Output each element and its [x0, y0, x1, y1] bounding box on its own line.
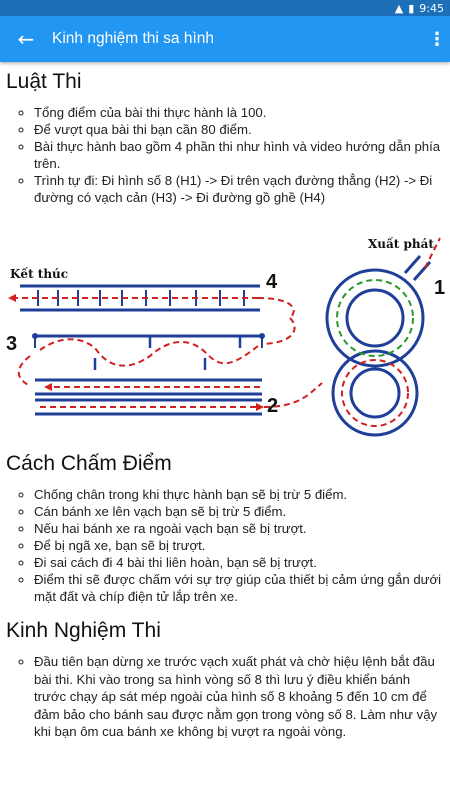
- page-title: Kinh nghiệm thi sa hình: [52, 30, 214, 47]
- track-2: [35, 378, 323, 416]
- experience-list: Đầu tiên bạn dừng xe trước vạch xuất phá…: [6, 653, 442, 741]
- list-item: Để bị ngã xe, bạn sẽ bị trượt.: [34, 537, 442, 554]
- list-item: Điểm thi sẽ được chấm với sự trợ giúp củ…: [34, 571, 442, 605]
- list-item: Tổng điểm của bài thi thực hành là 100.: [34, 104, 442, 121]
- list-item: Đi sai cách đi 4 bài thi liên hoàn, bạn …: [34, 554, 442, 571]
- list-item: Đầu tiên bạn dừng xe trước vạch xuất phá…: [34, 653, 442, 741]
- figure-eight-path: [336, 237, 441, 427]
- figure-eight: [325, 255, 432, 437]
- label-2: 2: [267, 395, 278, 417]
- article-content: Luật Thi Tổng điểm của bài thi thực hành…: [0, 70, 450, 741]
- track-3: [17, 297, 296, 387]
- overflow-menu-icon[interactable]: ⋮: [428, 28, 446, 50]
- list-item: Bài thực hành bao gồm 4 phần thi như hìn…: [34, 138, 442, 172]
- list-item: Chống chân trong khi thực hành bạn sẽ bị…: [34, 486, 442, 503]
- rules-list: Tổng điểm của bài thi thực hành là 100. …: [6, 104, 442, 206]
- back-arrow-icon[interactable]: ←: [17, 27, 35, 51]
- section-heading-scoring: Cách Chấm Điểm: [6, 452, 172, 475]
- label-3: 3: [6, 333, 17, 355]
- list-item: Để vượt qua bài thi bạn cần 80 điểm.: [34, 121, 442, 138]
- list-item: Trình tự đi: Đi hình số 8 (H1) -> Đi trê…: [34, 172, 442, 206]
- section-heading-experience: Kinh Nghiệm Thi: [6, 619, 161, 642]
- section-heading-rules: Luật Thi: [6, 70, 82, 93]
- course-diagram-svg: Kết thúc Xuất phát 4 3 2 1: [6, 236, 445, 437]
- list-item: Nếu hai bánh xe ra ngoài vạch bạn sẽ bị …: [34, 520, 442, 537]
- start-label: Xuất phát: [368, 236, 434, 251]
- label-4: 4: [266, 271, 278, 293]
- signal-icon: ▲: [394, 1, 404, 15]
- track-4: [8, 284, 260, 312]
- scoring-list: Chống chân trong khi thực hành bạn sẽ bị…: [6, 486, 442, 605]
- course-diagram: Kết thúc Xuất phát 4 3 2 1: [0, 218, 450, 438]
- battery-icon: ▮: [408, 1, 415, 15]
- label-1: 1: [434, 277, 445, 299]
- list-item: Cán bánh xe lên vạch bạn sẽ bị trừ 5 điể…: [34, 503, 442, 520]
- status-bar: ▲ ▮ 9:45: [0, 0, 450, 16]
- status-time: 9:45: [419, 1, 444, 15]
- end-label: Kết thúc: [10, 266, 68, 281]
- app-bar: ← Kinh nghiệm thi sa hình ⋮: [0, 16, 450, 62]
